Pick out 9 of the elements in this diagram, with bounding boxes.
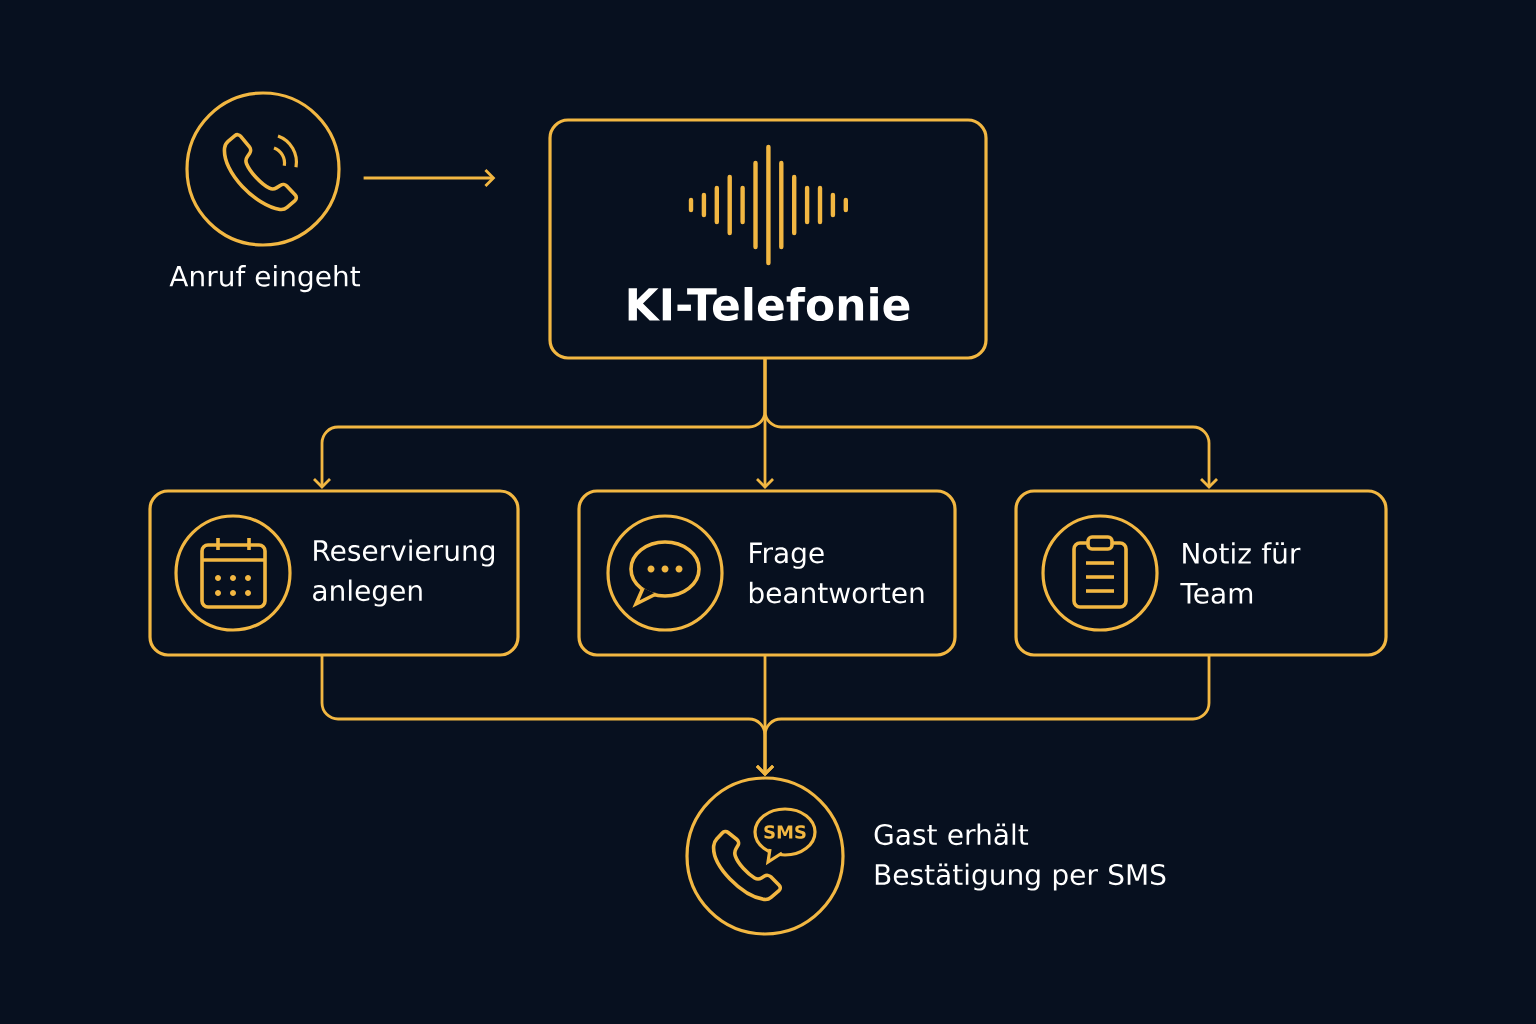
process-box: Notiz für Team: [1014, 489, 1388, 657]
process-box: Frage beantworten: [577, 489, 957, 657]
process-box: Reservierung anlegen: [148, 489, 520, 657]
node-label: Anruf eingeht: [169, 265, 361, 293]
arrow: [756, 655, 1211, 776]
node-label: Gast erhält Bestätigung per SMS: [874, 823, 1166, 891]
arrow: [763, 358, 1218, 489]
process-box: KI-Telefonie: [548, 118, 988, 360]
arrow: [363, 169, 496, 187]
